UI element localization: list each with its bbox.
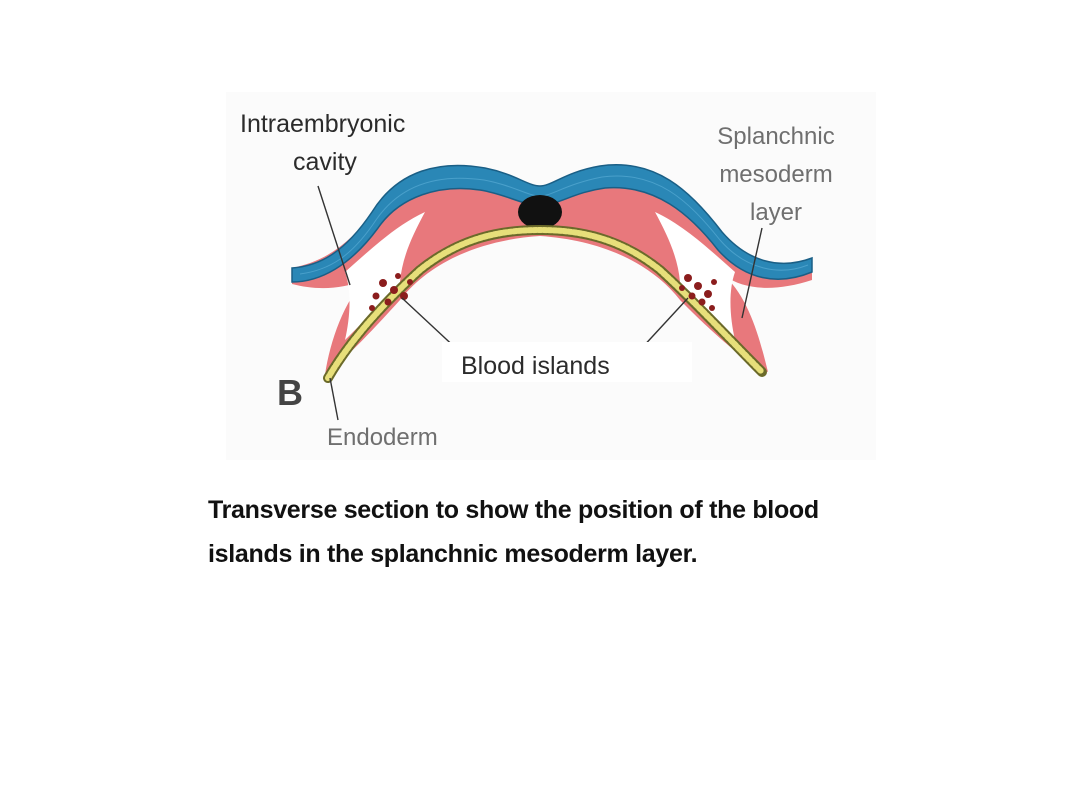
caption-line-1: Transverse section to show the position …	[208, 496, 819, 524]
intraembryonic-cavity-left	[345, 212, 425, 340]
figure-caption: Transverse section to show the position …	[208, 488, 868, 576]
caption-line-2: islands in the splanchnic mesoderm layer…	[208, 540, 698, 568]
blood-islands-label-backdrop	[442, 342, 692, 382]
intraembryonic-cavity-label: Intraembryonic	[240, 110, 405, 138]
splanchnic-mesoderm-label-line3: layer	[750, 199, 802, 226]
blood-islands-label: Blood islands	[461, 352, 610, 380]
mesoderm-layer	[292, 175, 812, 375]
splanchnic-mesoderm-label: Splanchnic	[717, 123, 834, 150]
intraembryonic-cavity-label-line2: cavity	[293, 148, 357, 176]
blood-islands-right	[679, 274, 717, 311]
endoderm-label: Endoderm	[327, 424, 438, 451]
splanchnic-mesoderm-label-line2: mesoderm	[719, 161, 832, 188]
notochord	[518, 195, 562, 229]
ectoderm-layer	[291, 164, 813, 283]
panel-letter: B	[277, 372, 303, 413]
